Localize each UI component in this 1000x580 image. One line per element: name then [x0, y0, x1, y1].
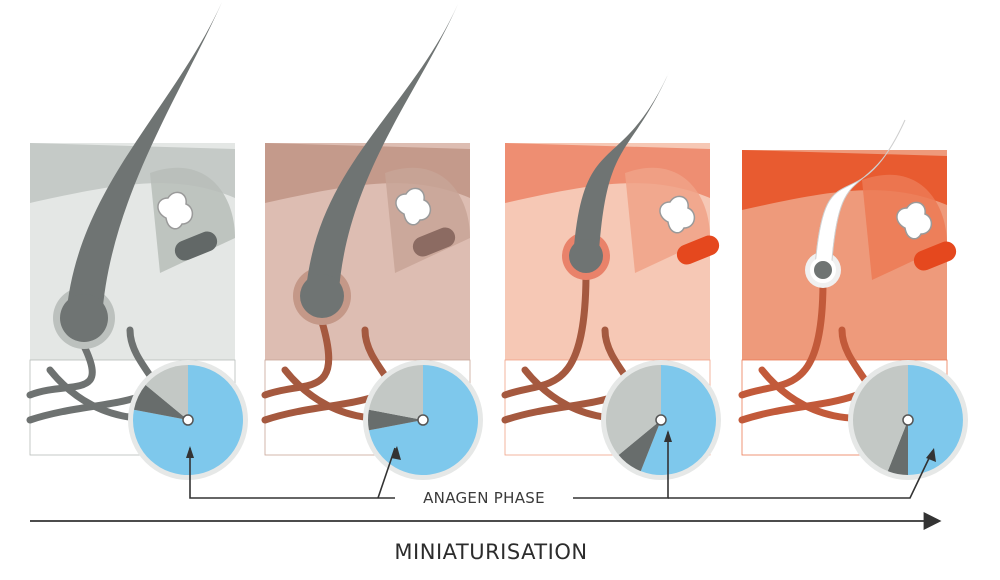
- catagen-slice: [368, 409, 423, 431]
- epidermis-band: [742, 150, 947, 210]
- arrow-tip-1: [186, 446, 194, 458]
- blood-vessel-1: [261, 318, 333, 399]
- arrector-muscle: [913, 241, 957, 271]
- telogen-slice: [605, 365, 661, 456]
- follicle-panel-3: [501, 70, 721, 480]
- hair-bulb: [569, 239, 603, 273]
- follicle-panel-4: [738, 119, 968, 480]
- telogen-slice: [145, 365, 188, 420]
- arrow-tip-3: [664, 430, 672, 442]
- arrector-muscle: [412, 227, 456, 257]
- dial-center: [182, 414, 194, 426]
- dial-center: [902, 414, 914, 426]
- anagen-callout-lines: [186, 430, 936, 499]
- catagen-slice: [618, 420, 661, 472]
- hair-shaft: [573, 70, 670, 256]
- hair-shaft: [66, 2, 222, 318]
- anagen-phase-label: ANAGEN PHASE: [423, 489, 545, 507]
- hair-bulb: [60, 294, 108, 342]
- telogen-slice: [368, 365, 423, 420]
- arrow-tip-2: [391, 446, 401, 460]
- anagen-slice: [640, 365, 717, 476]
- blood-vessel-1: [738, 281, 827, 399]
- hair-bulb: [300, 274, 344, 318]
- hair-shaft: [305, 4, 458, 296]
- sebaceous-gland: [896, 201, 933, 240]
- sebaceous-gland: [157, 191, 194, 230]
- blood-vessel-1: [26, 342, 96, 399]
- arrector-muscle: [676, 235, 720, 265]
- sebaceous-gland: [659, 195, 696, 234]
- telogen-slice: [853, 365, 908, 472]
- callout-line-1: [189, 448, 395, 499]
- dial-center: [655, 414, 667, 426]
- hair-bulb: [810, 257, 836, 283]
- catagen-slice: [133, 384, 188, 420]
- arrow-tip-4: [926, 448, 936, 462]
- arrector-muscle: [174, 231, 218, 261]
- follicle-panels: [26, 2, 968, 480]
- miniaturisation-label: MINIATURISATION: [394, 540, 587, 564]
- catagen-slice: [887, 420, 908, 476]
- follicle-panel-2: [261, 4, 483, 480]
- blood-vessel-1: [501, 273, 590, 399]
- anagen-slice: [908, 365, 963, 475]
- dial-center: [417, 414, 429, 426]
- sebaceous-gland: [395, 187, 432, 226]
- follicle-panel-1: [26, 2, 248, 480]
- callout-line-4: [668, 451, 933, 499]
